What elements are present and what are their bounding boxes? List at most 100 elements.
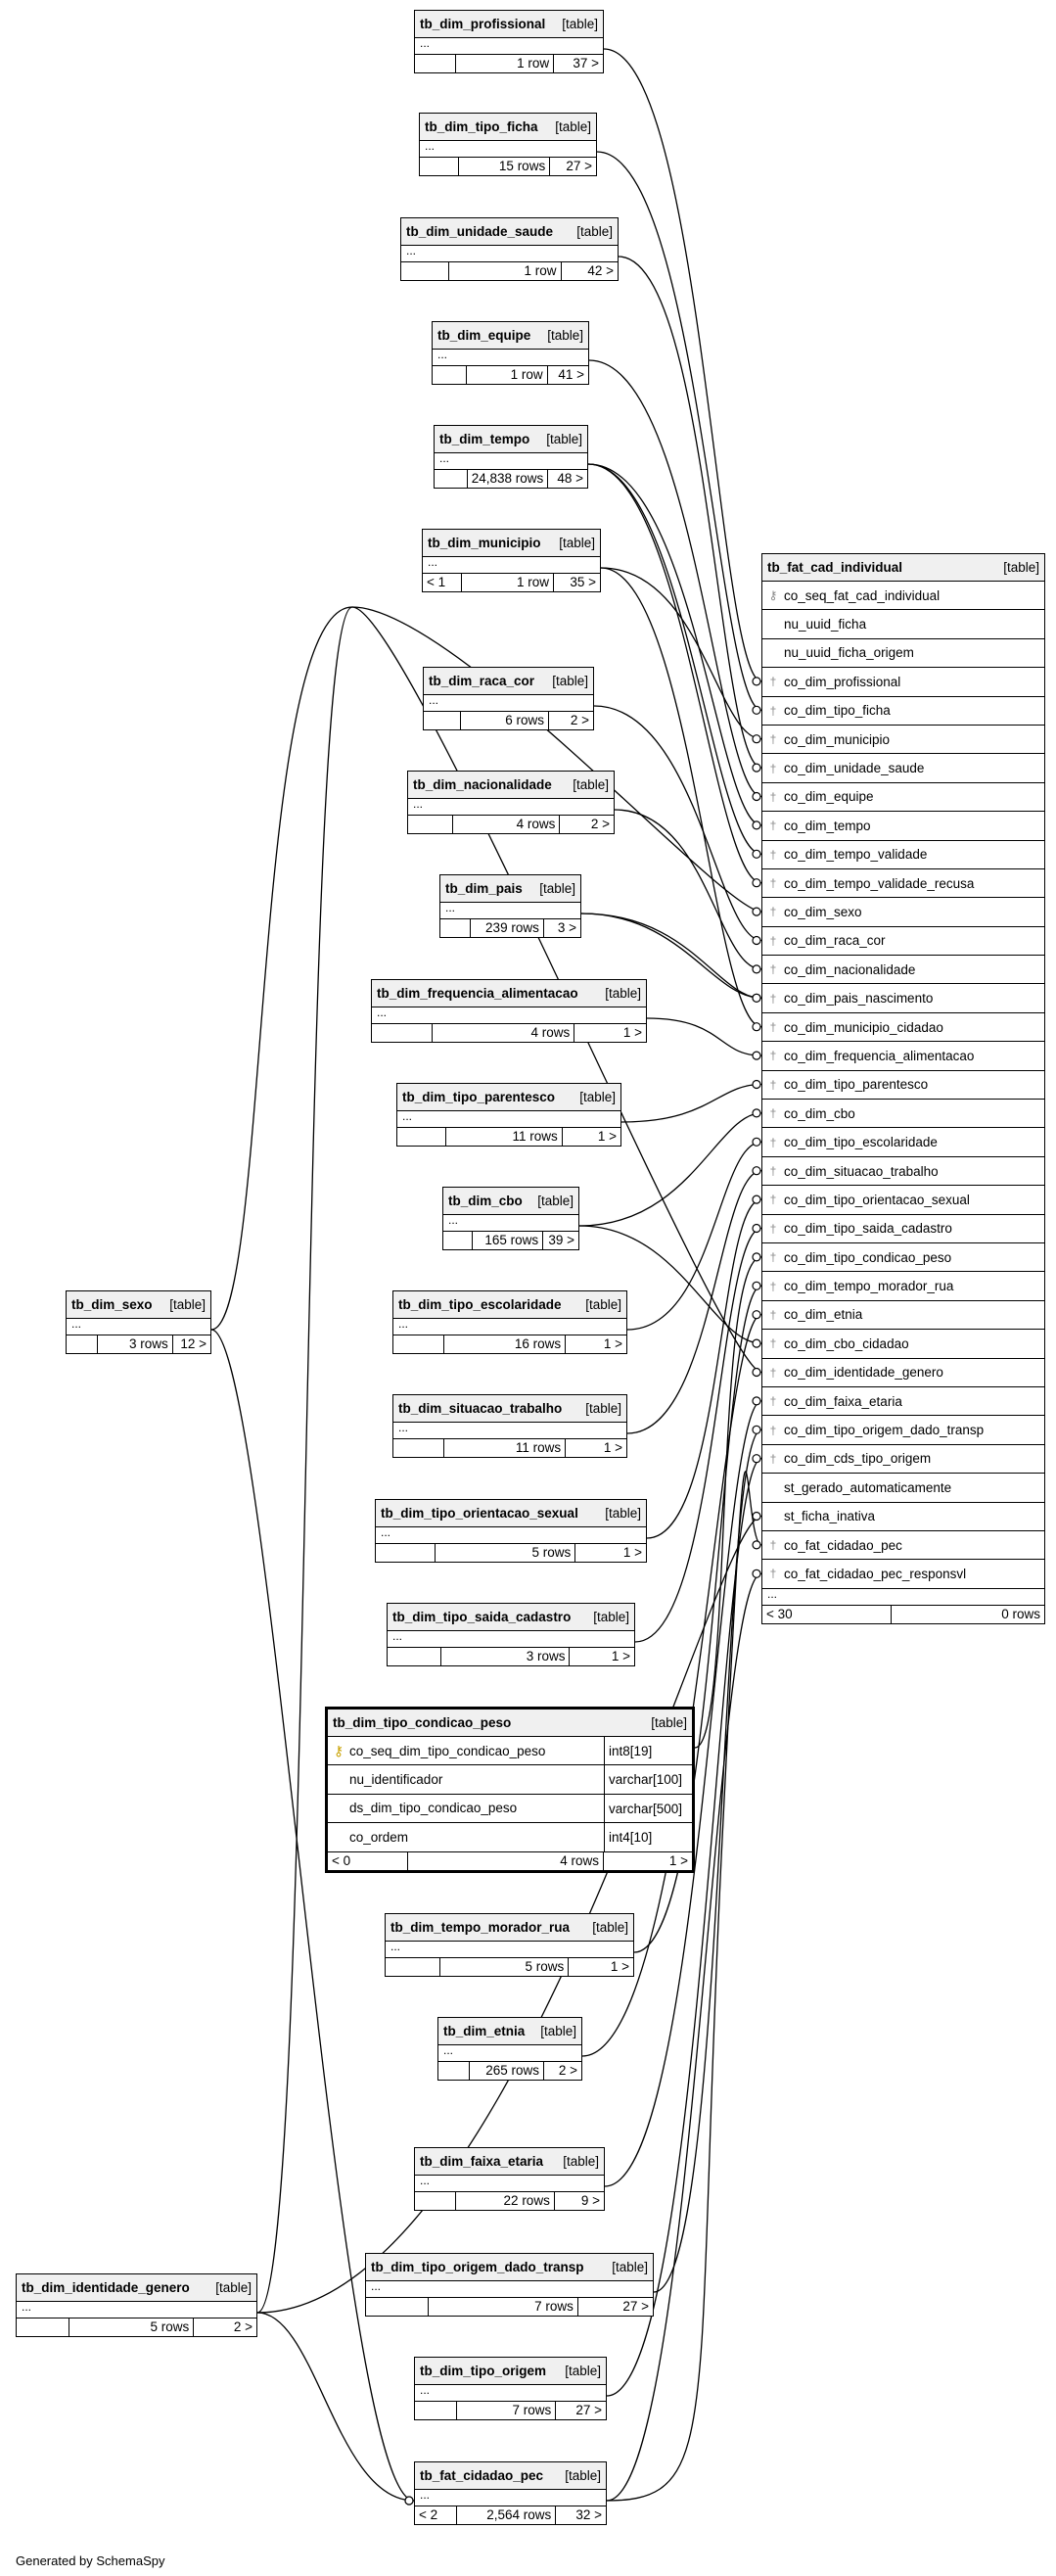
column-row[interactable]: †co_dim_faixa_etaria: [762, 1387, 1044, 1417]
table-name[interactable]: tb_dim_tipo_escolaridade: [398, 1297, 562, 1312]
table-name[interactable]: tb_dim_tempo: [439, 432, 530, 446]
column-row[interactable]: †co_dim_raca_cor: [762, 927, 1044, 957]
table-header[interactable]: tb_dim_tempo_morador_rua[table]: [386, 1914, 633, 1942]
table-name[interactable]: tb_dim_tipo_origem: [420, 2364, 547, 2378]
column-row[interactable]: †co_dim_cbo: [762, 1100, 1044, 1129]
table-box[interactable]: tb_dim_tipo_escolaridade[table]...16 row…: [392, 1290, 627, 1354]
column-row[interactable]: †co_dim_tempo_validade: [762, 841, 1044, 869]
table-header[interactable]: tb_dim_tipo_escolaridade[table]: [393, 1291, 626, 1319]
table-header[interactable]: tb_fat_cidadao_pec[table]: [415, 2462, 606, 2490]
table-header[interactable]: tb_dim_municipio[table]: [423, 530, 600, 557]
column-row[interactable]: †co_dim_nacionalidade: [762, 956, 1044, 985]
table-box[interactable]: tb_dim_tipo_origem_dado_transp[table]...…: [365, 2253, 654, 2317]
column-row[interactable]: †co_dim_equipe: [762, 783, 1044, 813]
column-row[interactable]: †co_dim_tipo_saida_cadastro: [762, 1215, 1044, 1243]
table-header[interactable]: tb_dim_tipo_origem[table]: [415, 2358, 606, 2385]
table-name[interactable]: tb_dim_tipo_ficha: [425, 119, 538, 134]
table-header[interactable]: tb_dim_identidade_genero[table]: [17, 2274, 256, 2302]
column-row[interactable]: †co_dim_sexo: [762, 898, 1044, 927]
column-row[interactable]: †co_dim_identidade_genero: [762, 1359, 1044, 1387]
table-name[interactable]: tb_dim_frequencia_alimentacao: [377, 986, 578, 1001]
table-header[interactable]: tb_dim_raca_cor[table]: [424, 668, 593, 695]
column-row[interactable]: nu_uuid_ficha: [762, 610, 1044, 639]
column-row[interactable]: †co_dim_pais_nascimento: [762, 984, 1044, 1013]
table-name[interactable]: tb_fat_cad_individual: [767, 560, 903, 575]
table-header[interactable]: tb_dim_equipe[table]: [433, 322, 588, 350]
column-row[interactable]: †co_fat_cidadao_pec: [762, 1531, 1044, 1561]
column-row[interactable]: ⚷co_seq_fat_cad_individual: [762, 582, 1044, 611]
column-row[interactable]: †co_dim_tempo: [762, 812, 1044, 841]
column-row[interactable]: †co_fat_cidadao_pec_responsvl: [762, 1560, 1044, 1589]
table-name[interactable]: tb_dim_faixa_etaria: [420, 2154, 544, 2169]
column-row[interactable]: †co_dim_profissional: [762, 668, 1044, 697]
table-name[interactable]: tb_dim_equipe: [437, 328, 531, 343]
column-row[interactable]: †co_dim_cbo_cidadao: [762, 1330, 1044, 1359]
focus-table-box[interactable]: tb_dim_tipo_condicao_peso[table]⚷co_seq_…: [325, 1707, 695, 1873]
table-name[interactable]: tb_dim_sexo: [71, 1297, 153, 1312]
table-header[interactable]: tb_dim_tipo_orientacao_sexual[table]: [376, 1500, 646, 1527]
column-row[interactable]: †co_dim_municipio: [762, 726, 1044, 755]
table-header[interactable]: tb_dim_profissional[table]: [415, 11, 603, 38]
table-name[interactable]: tb_dim_pais: [445, 881, 523, 896]
table-header[interactable]: tb_dim_tipo_ficha[table]: [420, 114, 596, 141]
column-row[interactable]: †co_dim_tipo_parentesco: [762, 1071, 1044, 1101]
table-header[interactable]: tb_dim_cbo[table]: [443, 1188, 578, 1215]
table-name[interactable]: tb_dim_raca_cor: [429, 674, 535, 688]
column-row[interactable]: †co_dim_tipo_condicao_peso: [762, 1243, 1044, 1273]
column-row[interactable]: †co_dim_tipo_escolaridade: [762, 1128, 1044, 1157]
table-name[interactable]: tb_dim_municipio: [428, 536, 541, 550]
table-header[interactable]: tb_dim_unidade_saude[table]: [401, 218, 618, 246]
table-name[interactable]: tb_dim_tipo_orientacao_sexual: [381, 1506, 578, 1521]
table-box[interactable]: tb_dim_tipo_saida_cadastro[table]...3 ro…: [387, 1603, 635, 1666]
table-box[interactable]: tb_dim_identidade_genero[table]...5 rows…: [16, 2273, 257, 2337]
table-name[interactable]: tb_dim_identidade_genero: [22, 2280, 190, 2295]
column-row[interactable]: †co_dim_municipio_cidadao: [762, 1013, 1044, 1043]
column-row[interactable]: †co_dim_tipo_origem_dado_transp: [762, 1416, 1044, 1445]
table-header[interactable]: tb_dim_tipo_saida_cadastro[table]: [388, 1604, 634, 1631]
table-box[interactable]: tb_dim_situacao_trabalho[table]...11 row…: [392, 1394, 627, 1458]
column-row[interactable]: †co_dim_tempo_morador_rua: [762, 1272, 1044, 1301]
table-header[interactable]: tb_dim_tempo[table]: [435, 426, 587, 453]
table-box[interactable]: tb_dim_tipo_orientacao_sexual[table]...5…: [375, 1499, 647, 1563]
column-row[interactable]: †co_dim_tipo_ficha: [762, 697, 1044, 726]
column-row[interactable]: st_ficha_inativa: [762, 1503, 1044, 1531]
table-name[interactable]: tb_dim_profissional: [420, 17, 546, 31]
table-name[interactable]: tb_fat_cidadao_pec: [420, 2468, 544, 2483]
table-box[interactable]: tb_dim_frequencia_alimentacao[table]...4…: [371, 979, 647, 1043]
column-row[interactable]: †co_dim_cds_tipo_origem: [762, 1445, 1044, 1475]
table-name[interactable]: tb_dim_unidade_saude: [406, 224, 554, 239]
table-header[interactable]: tb_dim_nacionalidade[table]: [408, 772, 614, 799]
table-name[interactable]: tb_dim_tipo_parentesco: [402, 1090, 556, 1104]
fact-table-box[interactable]: tb_fat_cad_individual[table]⚷co_seq_fat_…: [761, 553, 1045, 1624]
table-name[interactable]: tb_dim_tipo_condicao_peso: [333, 1715, 512, 1730]
table-header[interactable]: tb_dim_frequencia_alimentacao[table]: [372, 980, 646, 1007]
table-name[interactable]: tb_dim_etnia: [443, 2024, 526, 2038]
table-header[interactable]: tb_dim_etnia[table]: [438, 2018, 581, 2045]
table-box[interactable]: tb_dim_tempo_morador_rua[table]...5 rows…: [385, 1913, 634, 1977]
table-name[interactable]: tb_dim_cbo: [448, 1194, 523, 1208]
column-row[interactable]: nu_uuid_ficha_origem: [762, 639, 1044, 669]
column-row[interactable]: st_gerado_automaticamente: [762, 1474, 1044, 1503]
column-row[interactable]: †co_dim_etnia: [762, 1301, 1044, 1331]
column-row[interactable]: †co_dim_situacao_trabalho: [762, 1157, 1044, 1187]
column-row[interactable]: †co_dim_unidade_saude: [762, 754, 1044, 783]
table-name[interactable]: tb_dim_tempo_morador_rua: [390, 1920, 571, 1935]
table-header[interactable]: tb_dim_tipo_parentesco[table]: [397, 1084, 620, 1111]
